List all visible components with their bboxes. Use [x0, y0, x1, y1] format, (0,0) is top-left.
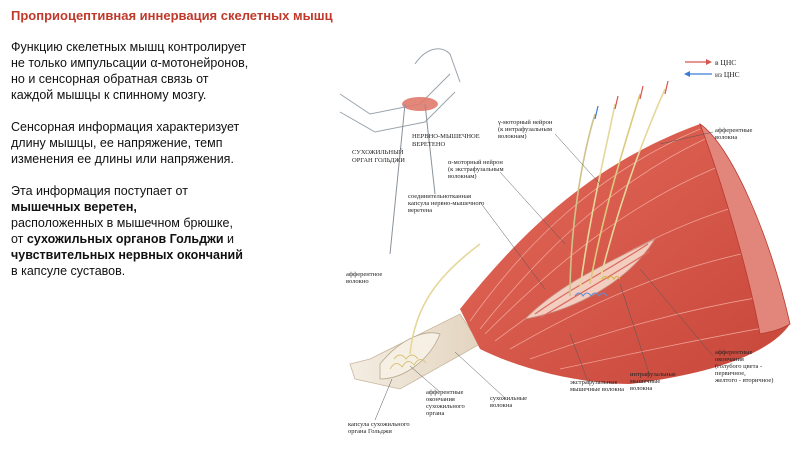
- legend-arrowhead-from-cns: [684, 71, 690, 77]
- label-golgi-organ: СУХОЖИЛЬНЫЙ ОРГАН ГОЛЬДЖИ: [352, 148, 405, 164]
- label-golgi-capsule: капсула сухожильного органа Гольджи: [348, 421, 411, 435]
- text-line: Эта информация поступает от: [11, 184, 188, 198]
- secondary-coils: [601, 275, 621, 281]
- text-line: Функцию скелетных мышц контролирует: [11, 40, 247, 54]
- label-alpha-motor: α-моторный нейрон (к экстрафузальным вол…: [448, 159, 505, 180]
- nerve-fibers: [569, 88, 666, 297]
- paragraph-3: Эта информация поступает от мышечных вер…: [11, 183, 311, 279]
- text-line: не только импульсации α-мотонейронов,: [11, 56, 249, 70]
- label-tendon-fibers: сухожильные волокна: [490, 395, 529, 409]
- muscle-cut-face: [699, 122, 791, 335]
- label-spindle: НЕРВНО-МЫШЕЧНОЕ ВЕРЕТЕНО: [412, 133, 481, 148]
- label-gamma-motor: γ-моторный нейрон (к интрафузальным воло…: [497, 119, 554, 140]
- label-pointers: [374, 131, 714, 421]
- nerve-arrows: [594, 80, 669, 120]
- text-line: изменения ее длины или напряжения.: [11, 152, 234, 166]
- label-afferent-endings: афферентные окончания (голубого цвета - …: [714, 349, 773, 384]
- label-afferent-fiber: афферентное волокно: [346, 271, 384, 285]
- label-golgi-endings: афферентные окончания сухожильного орган…: [426, 389, 466, 417]
- legend: в ЦНС из ЦНС: [684, 58, 740, 79]
- text-line: Сенсорная информация характеризует: [11, 120, 240, 134]
- bold-term: мышечных веретен,: [11, 200, 137, 214]
- label-capsule: соединительнотканная капсула нервно-мыше…: [408, 193, 486, 214]
- golgi-tendon-organ: [379, 332, 441, 380]
- muscle-diagram: в ЦНС из ЦНС СУХОЖИЛЬНЫЙ ОРГАН ГОЛЬДЖИ Н…: [330, 34, 800, 444]
- slide-title: Проприоцептивная иннервация скелетных мы…: [11, 8, 333, 23]
- leader-lines: [389, 103, 436, 255]
- label-afferent-fibers: афферентные волокна: [715, 127, 754, 141]
- text-fragment: от: [11, 232, 27, 246]
- paragraph-1: Функцию скелетных мышц контролирует не т…: [11, 39, 311, 103]
- text-fragment: и: [223, 232, 235, 246]
- muscle-fibers: [469, 128, 786, 370]
- text-line: каждой мышцы к спинному мозгу.: [11, 88, 207, 102]
- bold-term: сухожильных органов Гольджи: [26, 232, 224, 246]
- golgi-afferent-nerve: [409, 243, 481, 355]
- legend-arrowhead-to-cns: [706, 59, 712, 65]
- arm-muscle: [402, 97, 438, 111]
- arm-sketch: [339, 48, 461, 133]
- text-line: но и сенсорная обратная связь от: [11, 72, 209, 86]
- label-intrafusal: интрафузальные мышечные волокна: [630, 371, 677, 392]
- text-line: расположенных в мышечном брюшке,: [11, 216, 233, 230]
- body-text: Функцию скелетных мышц контролирует не т…: [11, 39, 311, 295]
- bold-term: чувствительных нервных окончаний: [11, 248, 243, 262]
- paragraph-2: Сенсорная информация характеризует длину…: [11, 119, 311, 167]
- golgi-nerve-endings: [389, 354, 427, 370]
- legend-to-cns: в ЦНС: [715, 58, 736, 67]
- text-line: длину мышцы, ее напряжение, темп: [11, 136, 223, 150]
- text-line: в капсуле суставов.: [11, 264, 126, 278]
- legend-from-cns: из ЦНС: [715, 70, 740, 79]
- sensory-coils: [574, 292, 608, 297]
- label-extrafusal: экстрафузальные мышечные волокна: [570, 379, 624, 393]
